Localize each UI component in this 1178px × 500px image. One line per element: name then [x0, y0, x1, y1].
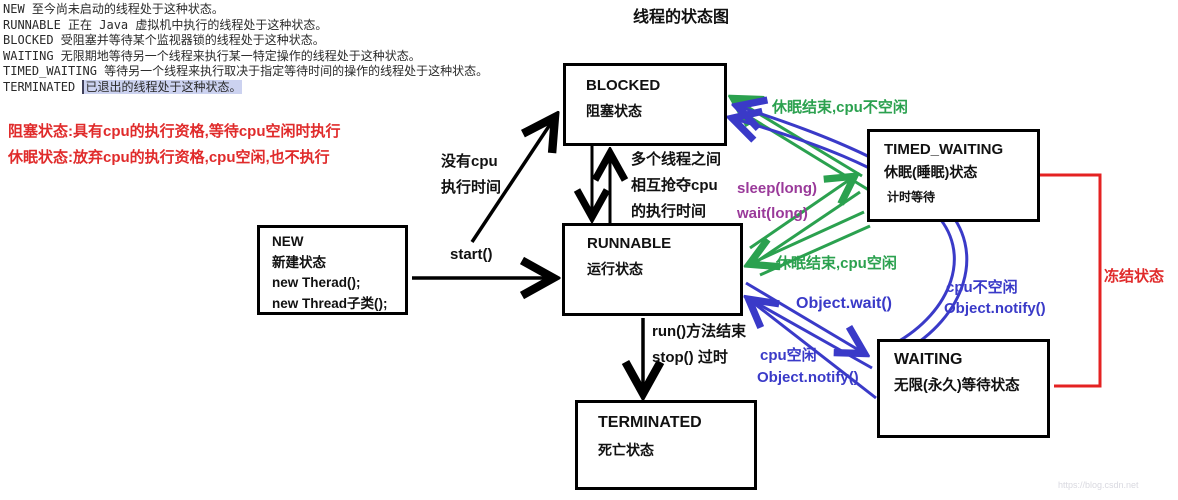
label-start: start()	[450, 246, 493, 263]
legend-line-runnable: RUNNABLE 正在 Java 虚拟机中执行的线程处于这种状态。	[3, 17, 328, 32]
legend-line-blocked: BLOCKED 受阻塞并等待某个监视器锁的线程处于这种状态。	[3, 33, 325, 47]
label-stop-deprecated: stop() 过时	[652, 349, 728, 366]
runnable-name: RUNNABLE	[587, 235, 672, 252]
timed-waiting-label: 休眠(睡眠)状态	[884, 164, 978, 180]
terminated-name: TERMINATED	[598, 414, 702, 431]
state-box-waiting: WAITING 无限(永久)等待状态	[877, 339, 1050, 438]
edge-timedwaiting-to-runnable	[752, 210, 865, 263]
label-contend-2: 相互抢夺cpu	[631, 177, 718, 194]
legend-line-timedwaiting: TIMED_WAITING 等待另一个线程来执行取决于指定等待时间的操作的线程处…	[3, 64, 489, 78]
label-cpu-busy: cpu不空闲	[946, 279, 1018, 296]
new-code-1: new Therad();	[272, 275, 361, 290]
label-contend-1: 多个线程之间	[631, 151, 722, 168]
label-no-cpu-2: 执行时间	[441, 179, 502, 196]
state-definitions-legend: NEW 至今尚未启动的线程处于这种状态。 RUNNABLE 正在 Java 虚拟…	[3, 2, 488, 95]
label-notify-busy: Object.notify()	[944, 300, 1046, 317]
legend-line-new: NEW 至今尚未启动的线程处于这种状态。	[3, 2, 224, 16]
runnable-label: 运行状态	[587, 261, 643, 277]
frozen-state-bracket	[1040, 173, 1102, 388]
edge-waiting-to-runnable	[751, 301, 877, 400]
new-label: 新建状态	[272, 254, 326, 270]
note-blocked-state: 阻塞状态:具有cpu的执行资格,等待cpu空闲时执行	[8, 123, 341, 140]
legend-terminated-highlight: 已退出的线程处于这种状态。	[82, 79, 242, 94]
watermark: https://blog.csdn.net	[1058, 480, 1139, 490]
timed-waiting-sublabel: 计时等待	[887, 190, 936, 204]
state-box-terminated: TERMINATED 死亡状态	[575, 400, 757, 490]
blocked-name: BLOCKED	[586, 77, 661, 94]
edge-runnable-to-waiting	[745, 281, 862, 352]
label-notify-idle: Object.notify()	[757, 369, 859, 386]
state-box-runnable: RUNNABLE 运行状态	[562, 223, 743, 316]
label-contend-3: 的执行时间	[631, 203, 707, 220]
label-frozen-state: 冻结状态	[1104, 268, 1165, 285]
diagram-title: 线程的状态图	[633, 9, 730, 26]
timed-waiting-name: TIMED_WAITING	[884, 141, 1004, 158]
label-object-wait: Object.wait()	[796, 295, 893, 312]
edge-timedwaiting-to-runnable-2	[759, 224, 871, 277]
waiting-label: 无限(永久)等待状态	[894, 378, 1020, 394]
label-wait-long: wait(long)	[737, 205, 808, 222]
terminated-label: 死亡状态	[598, 442, 654, 458]
edge-runnable-to-blocked-diagonal	[470, 120, 553, 243]
new-code-2: new Thread子类();	[272, 295, 388, 311]
state-box-timed-waiting: TIMED_WAITING 休眠(睡眠)状态 计时等待	[867, 129, 1040, 222]
legend-line-waiting: WAITING 无限期地等待另一个线程来执行某一特定操作的线程处于这种状态。	[3, 48, 421, 63]
state-box-blocked: BLOCKED 阻塞状态	[563, 63, 727, 146]
label-sleep-end-cpu-idle: 休眠结束,cpu空闲	[776, 255, 897, 272]
label-run-end: run()方法结束	[652, 323, 747, 340]
state-box-new: NEW 新建状态 new Therad(); new Thread子类();	[257, 225, 408, 315]
waiting-name: WAITING	[894, 351, 963, 368]
edge-runnable-to-timedwaiting	[749, 178, 852, 250]
label-sleep-long: sleep(long)	[737, 180, 818, 197]
label-sleep-end-cpu-busy: 休眠结束,cpu不空闲	[772, 99, 908, 116]
blocked-label: 阻塞状态	[586, 103, 642, 119]
legend-line-terminated: TERMINATED 已退出的线程处于这种状态。	[3, 79, 488, 96]
legend-terminated-term: TERMINATED	[3, 79, 83, 94]
note-sleep-state: 休眠状态:放弃cpu的执行资格,cpu空闲,也不执行	[8, 149, 330, 166]
label-cpu-idle: cpu空闲	[760, 347, 817, 364]
label-no-cpu-1: 没有cpu	[441, 153, 498, 170]
new-name: NEW	[272, 234, 304, 249]
